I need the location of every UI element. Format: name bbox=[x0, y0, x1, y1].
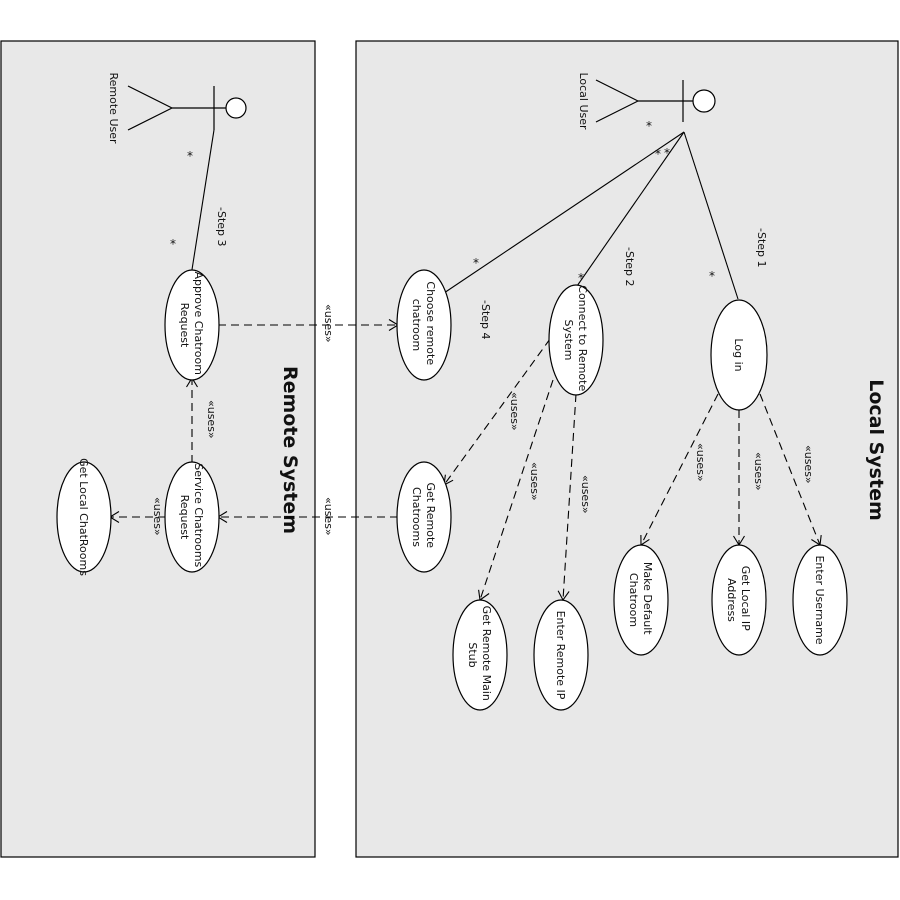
svg-text:Approve Chatroom Request: Approve Chatroom Request bbox=[178, 272, 205, 379]
use-case-label: Chatrooms bbox=[410, 487, 423, 547]
svg-text:Enter Remote IP: Enter Remote IP bbox=[554, 611, 567, 700]
use-case-service-chatrooms-request: Service Chatrooms Request bbox=[164, 461, 220, 573]
uses-label: «uses» bbox=[528, 462, 541, 501]
use-case-label: Get Local ChatRooms bbox=[77, 458, 90, 576]
association-step4 bbox=[443, 131, 685, 294]
use-case-label: Request bbox=[178, 495, 191, 540]
use-case-get-remote-chatrooms: Get Remote Chatrooms bbox=[396, 461, 452, 573]
remote-user-actor: Remote User bbox=[107, 72, 247, 144]
svg-text:Log in: Log in bbox=[732, 338, 745, 371]
multiplicity-mark: * bbox=[578, 271, 584, 285]
svg-text:Get Remote Chatrooms: Get Remote Chatrooms bbox=[410, 482, 437, 551]
step1-label: -Step 1 bbox=[755, 228, 768, 268]
use-case-label: Get Remote Main bbox=[480, 606, 493, 701]
multiplicity-mark: * bbox=[170, 237, 176, 251]
uses-label: «uses» bbox=[802, 445, 815, 484]
use-case-get-remote-main-stub: Get Remote Main Stub bbox=[452, 599, 508, 711]
svg-text:Get Remote Main Stub: Get Remote Main Stub bbox=[466, 606, 493, 705]
svg-text:Enter Username: Enter Username bbox=[813, 555, 826, 644]
step3-label: -Step 3 bbox=[215, 207, 228, 247]
remote-system-title: Remote System bbox=[279, 366, 301, 534]
svg-text:Get Local ChatRooms: Get Local ChatRooms bbox=[77, 458, 90, 576]
local-system-boundary bbox=[355, 40, 899, 858]
uses-label: «uses» bbox=[752, 452, 765, 491]
use-case-label: Address bbox=[725, 578, 738, 622]
use-case-connect-to-remote-system: Connect to Remote System bbox=[548, 284, 604, 396]
local-user-label: Local User bbox=[577, 72, 590, 130]
use-case-label: Make Default bbox=[641, 562, 654, 635]
use-case-approve-chatroom-request: Approve Chatroom Request bbox=[164, 269, 220, 381]
association-step3 bbox=[190, 129, 215, 277]
use-case-make-default-chatroom: Make Default Chatroom bbox=[613, 544, 669, 656]
uses-label: «uses» bbox=[508, 392, 521, 431]
use-case-label: Enter Remote IP bbox=[554, 611, 567, 700]
remote-system-boundary bbox=[0, 40, 316, 858]
svg-text:Service Chatrooms Reques: Service Chatrooms Request bbox=[178, 463, 205, 571]
use-case-label: Log in bbox=[732, 338, 745, 371]
use-case-enter-remote-ip: Enter Remote IP bbox=[533, 599, 589, 711]
use-case-label: System bbox=[562, 319, 575, 360]
association-step1 bbox=[683, 131, 739, 300]
uses-label: «uses» bbox=[322, 304, 335, 343]
use-case-label: Approve Chatroom bbox=[192, 272, 205, 375]
uses-label: «uses» bbox=[322, 497, 335, 536]
multiplicity-mark: * bbox=[187, 149, 193, 163]
uses-label: «uses» bbox=[579, 475, 592, 514]
use-case-enter-username: Enter Username bbox=[792, 544, 848, 656]
use-case-label: Get Remote bbox=[424, 482, 437, 548]
use-case-label: Stub bbox=[466, 642, 479, 667]
use-case-label: Connect to Remote bbox=[576, 285, 589, 391]
multiplicity-mark: * bbox=[664, 146, 670, 160]
uses-label: «uses» bbox=[694, 443, 707, 482]
multiplicity-mark: * bbox=[473, 256, 479, 270]
local-user-actor: Local User bbox=[577, 72, 716, 130]
multiplicity-mark: * bbox=[646, 119, 652, 133]
use-case-label: Enter Username bbox=[813, 555, 826, 644]
use-case-get-local-ip-address: Get Local IP Address bbox=[711, 544, 767, 656]
svg-text:Choose remote chatroom: Choose remote chatroom bbox=[410, 281, 437, 368]
multiplicity-mark: * bbox=[709, 269, 715, 283]
step4-label: -Step 4 bbox=[479, 300, 492, 340]
svg-text:Connect to Remote System: Connect to Remote System bbox=[562, 285, 589, 394]
use-case-label: Request bbox=[178, 303, 191, 348]
uses-label: «uses» bbox=[205, 400, 218, 439]
use-case-label: Choose remote bbox=[424, 281, 437, 365]
step2-label: -Step 2 bbox=[623, 247, 636, 287]
use-case-label: Chatroom bbox=[627, 573, 640, 627]
use-case-label: Service Chatrooms bbox=[192, 463, 205, 567]
uses-label: «uses» bbox=[151, 497, 164, 536]
svg-text:Get Local IP Address: Get Local IP Address bbox=[725, 566, 752, 635]
use-case-get-local-chatrooms: Get Local ChatRooms bbox=[56, 458, 112, 576]
local-system-title: Local System bbox=[865, 379, 887, 521]
remote-user-label: Remote User bbox=[107, 72, 120, 143]
svg-text:Make Default Chatroom: Make Default Chatroom bbox=[627, 562, 654, 638]
use-case-label: Get Local IP bbox=[739, 566, 752, 631]
use-case-choose-remote-chatroom: Choose remote chatroom bbox=[396, 269, 452, 381]
association-step2 bbox=[567, 131, 685, 300]
use-case-log-in: Log in bbox=[710, 299, 768, 411]
multiplicity-mark: * bbox=[655, 147, 661, 161]
use-case-label: chatroom bbox=[410, 299, 423, 352]
